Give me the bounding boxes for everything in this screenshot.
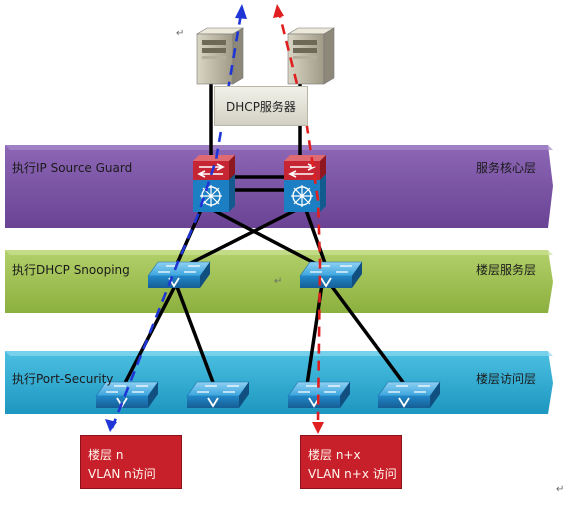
floor-n-label: 楼层 n xyxy=(88,448,124,462)
floor-n-plus-x-vlan-label: VLAN n+x 访问 xyxy=(308,467,397,481)
paragraph-mark: ↵ xyxy=(556,484,565,495)
dhcp-server-1-icon xyxy=(195,27,245,85)
floor-n-vlan-label: VLAN n访问 xyxy=(88,467,156,481)
floor-service-layer-name: 楼层服务层 xyxy=(476,263,537,277)
core-layer-name: 服务核心层 xyxy=(476,161,537,175)
floor-n-plus-x-box: 楼层 n+x VLAN n+x 访问 xyxy=(300,435,402,489)
distribution-switch-1-icon xyxy=(147,261,211,288)
dhcp-server-label: DHCP服务器 xyxy=(214,86,308,126)
access-switch-4-icon xyxy=(377,381,441,408)
floor-access-layer-name: 楼层访问层 xyxy=(476,372,537,386)
red-traffic-path xyxy=(273,4,324,434)
floor-n-plus-x-label: 楼层 n+x xyxy=(308,448,361,462)
core-layer-band xyxy=(5,145,553,228)
floor-access-layer-action-label: 执行Port-Security xyxy=(12,372,114,386)
floor-service-layer-action-label: 执行DHCP Snooping xyxy=(12,263,130,277)
access-switch-2-icon xyxy=(186,381,250,408)
floor-service-layer-band xyxy=(5,250,553,313)
core-layer-action-label: 执行IP Source Guard xyxy=(12,161,133,175)
paragraph-mark: ↵ xyxy=(176,28,185,39)
blue-traffic-path xyxy=(105,4,247,432)
dhcp-server-2-icon xyxy=(286,27,336,85)
floor-n-box: 楼层 n VLAN n访问 xyxy=(80,435,182,489)
core-switch-1-icon xyxy=(193,155,235,212)
core-switch-2-icon xyxy=(284,155,326,212)
paragraph-mark: ↵ xyxy=(274,276,283,287)
distribution-switch-2-icon xyxy=(299,261,363,288)
